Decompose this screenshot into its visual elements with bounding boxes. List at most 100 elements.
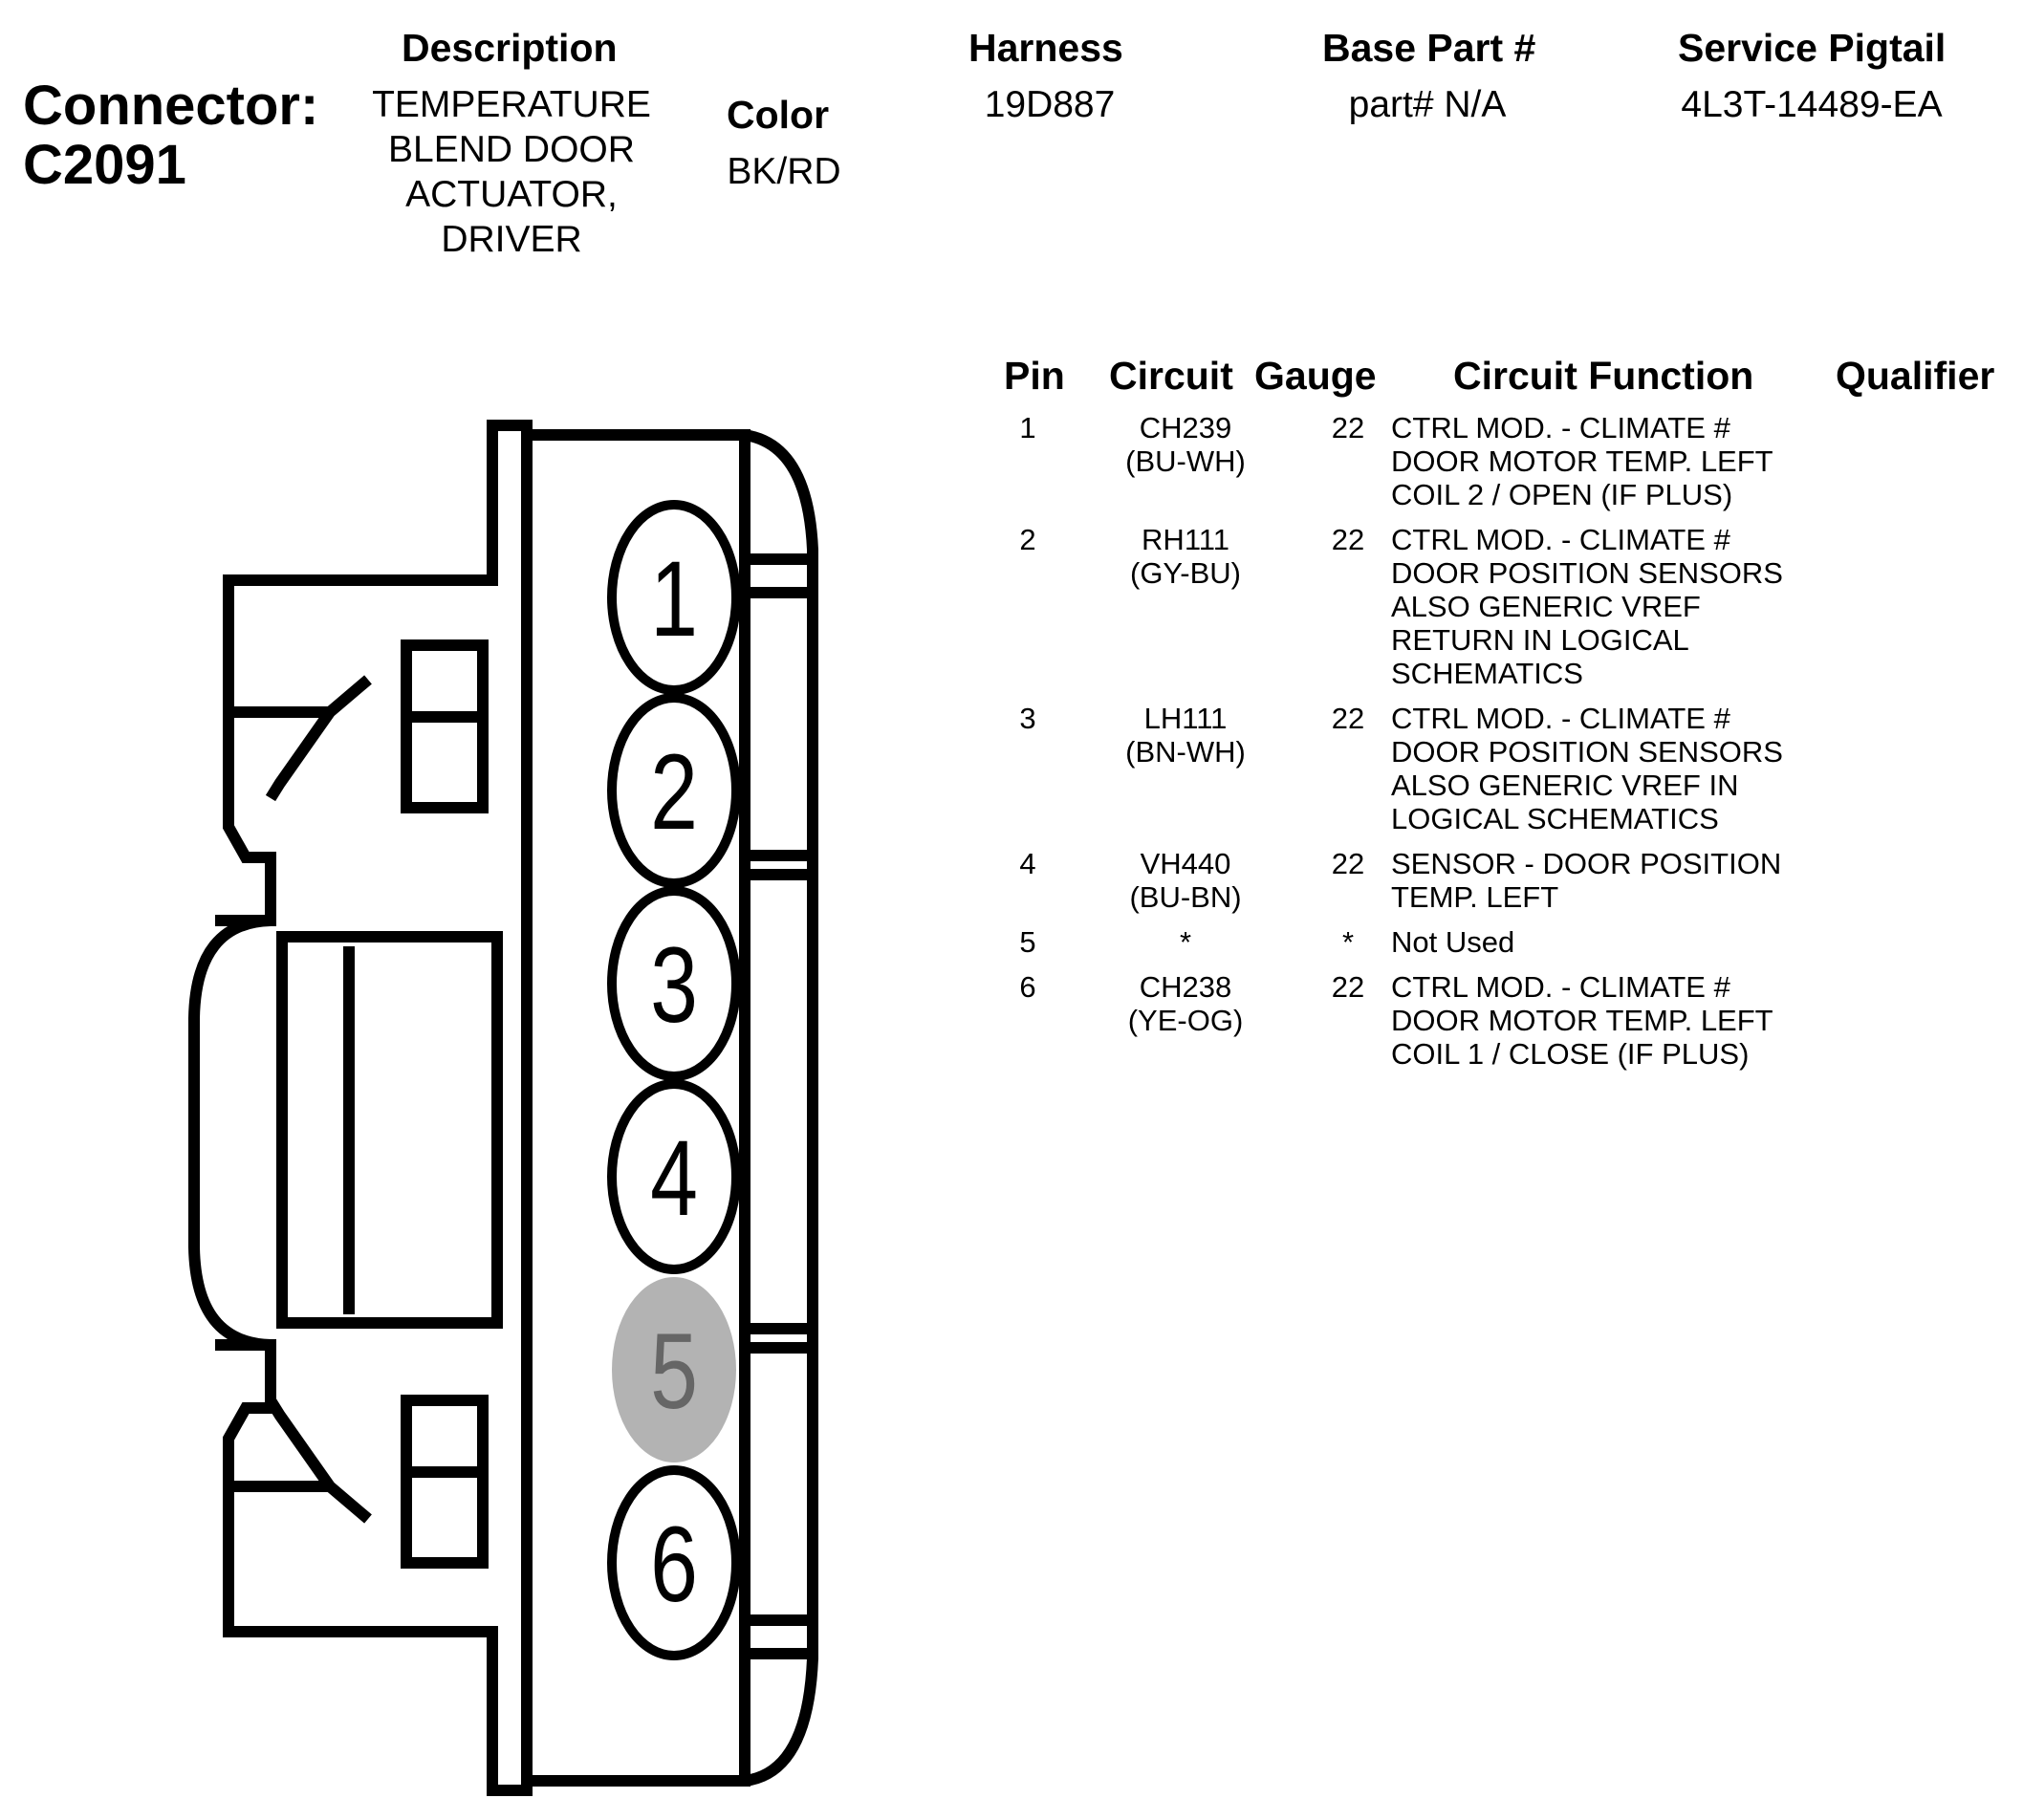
circuit-function-line: SENSOR - DOOR POSITION — [1391, 847, 1782, 880]
circuit-column-header: Circuit — [1109, 354, 1233, 398]
circuit-function-line: Not Used — [1391, 925, 1515, 959]
circuit-id: * — [1099, 925, 1272, 959]
wire-gauge-line: 22 — [1331, 970, 1365, 1004]
pin-column-header: Pin — [1004, 354, 1065, 398]
circuit-function-line: DOOR POSITION SENSORS — [1391, 735, 1783, 769]
pin-number-line: 1 — [1019, 411, 1036, 444]
lower-slot — [401, 1395, 489, 1478]
circuit-id-line: CH239 — [1139, 411, 1232, 444]
pin-number-line: 4 — [1019, 847, 1036, 880]
function-column-header: Circuit Function — [1453, 354, 1754, 398]
circuit-id-line: (YE-OG) — [1127, 1004, 1244, 1037]
description-line: ACTUATOR, — [405, 174, 618, 215]
connector-housing — [188, 420, 818, 1796]
circuit-function-line: SCHEMATICS — [1391, 657, 1583, 690]
pin-2-label: 2 — [650, 733, 698, 853]
circuit-function-line: CTRL MOD. - CLIMATE # — [1391, 523, 1730, 556]
circuit-id: RH111(GY-BU) — [1099, 523, 1272, 590]
lower-slot — [401, 1466, 489, 1569]
pin-1-cavity — [607, 500, 741, 695]
wire-gauge: 22 — [1291, 523, 1405, 556]
circuit-function-line: DOOR POSITION SENSORS — [1391, 556, 1783, 590]
circuit-id-line: VH440 — [1140, 847, 1231, 880]
wire-gauge-line: * — [1341, 925, 1355, 959]
description-line: DRIVER — [441, 219, 582, 260]
pin-number-line: 2 — [1019, 523, 1036, 556]
circuit-id-line: CH238 — [1139, 970, 1232, 1004]
pin-4-cavity — [607, 1079, 741, 1274]
upper-slot — [401, 711, 489, 813]
circuit-function-line: COIL 1 / CLOSE (IF PLUS) — [1391, 1037, 1750, 1071]
circuit-id-line: (BU-BN) — [1129, 880, 1242, 914]
connector-id: C2091 — [23, 134, 186, 196]
right-cap — [743, 429, 818, 1787]
pin-1-label: 1 — [650, 540, 698, 660]
circuit-function-line: RETURN IN LOGICAL — [1391, 623, 1689, 657]
circuit-id-line: (BU-WH) — [1125, 444, 1246, 478]
circuit-function-line: CTRL MOD. - CLIMATE # — [1391, 411, 1730, 444]
wire-gauge-line: 22 — [1331, 411, 1365, 444]
circuit-function: Not Used — [1391, 925, 1514, 959]
pin-number: 6 — [1009, 970, 1047, 1004]
pin-3-label: 3 — [650, 926, 698, 1046]
description-header: Description — [402, 26, 618, 70]
lower-latch-arm — [228, 1397, 372, 1524]
pin-number-line: 3 — [1019, 702, 1036, 735]
circuit-id: VH440(BU-BN) — [1099, 847, 1272, 914]
pin-number-line: 6 — [1019, 970, 1036, 1004]
circuit-function-line: CTRL MOD. - CLIMATE # — [1391, 970, 1730, 1004]
wire-gauge: * — [1291, 925, 1405, 959]
wire-gauge: 22 — [1291, 702, 1405, 735]
wire-gauge-line: 22 — [1331, 702, 1365, 735]
wire-gauge: 22 — [1291, 847, 1405, 880]
circuit-function: CTRL MOD. - CLIMATE #DOOR POSITION SENSO… — [1391, 702, 1783, 835]
wire-gauge: 22 — [1291, 411, 1405, 444]
circuit-function-line: CTRL MOD. - CLIMATE # — [1391, 702, 1730, 735]
circuit-id-line: LH111 — [1143, 702, 1228, 735]
circuit-id: CH238(YE-OG) — [1099, 970, 1272, 1037]
pin-number: 2 — [1009, 523, 1047, 556]
pin-6-label: 6 — [650, 1506, 698, 1625]
description-line: TEMPERATURE — [372, 84, 651, 125]
color-header: Color — [727, 93, 830, 137]
circuit-function-line: COIL 2 / OPEN (IF PLUS) — [1391, 478, 1733, 511]
wire-gauge-line: 22 — [1331, 847, 1365, 880]
pin-number: 3 — [1009, 702, 1047, 735]
circuit-function-line: LOGICAL SCHEMATICS — [1391, 802, 1719, 835]
circuit-function: CTRL MOD. - CLIMATE #DOOR MOTOR TEMP. LE… — [1391, 970, 1773, 1071]
circuit-id-line: * — [1179, 925, 1192, 959]
harness-header: Harness — [968, 26, 1123, 70]
connector-title: Connector: C2091 — [23, 76, 318, 195]
connector-face-diagram: 1 2 3 4 5 6 — [188, 420, 818, 1796]
pin-6-cavity — [607, 1465, 741, 1660]
pin-5-label: 5 — [650, 1312, 698, 1432]
circuit-id: CH239(BU-WH) — [1099, 411, 1272, 478]
latch-outline — [188, 915, 272, 1351]
pin-group: 1 2 3 4 5 6 — [607, 500, 741, 1660]
circuit-id-line: RH111 — [1142, 523, 1229, 556]
pin-3-cavity — [607, 886, 741, 1081]
color-value: BK/RD — [727, 151, 841, 192]
base-part-value: part# N/A — [1348, 84, 1507, 125]
circuit-function-line: ALSO GENERIC VREF IN — [1391, 769, 1739, 802]
upper-slot — [401, 639, 489, 723]
pin-number-line: 5 — [1019, 925, 1036, 959]
gauge-column-header: Gauge — [1254, 354, 1377, 398]
description-line: BLEND DOOR — [388, 129, 635, 170]
circuit-function: CTRL MOD. - CLIMATE #DOOR POSITION SENSO… — [1391, 523, 1783, 690]
connector-label: Connector: — [23, 75, 319, 137]
upper-latch-arm — [228, 675, 372, 802]
circuit-function-line: ALSO GENERIC VREF — [1391, 590, 1701, 623]
circuit-function-line: DOOR MOTOR TEMP. LEFT — [1391, 1004, 1773, 1037]
base-part-header: Base Part # — [1322, 26, 1536, 70]
wire-gauge-line: 22 — [1331, 523, 1365, 556]
harness-value: 19D887 — [984, 84, 1116, 125]
housing-main-body — [521, 429, 750, 1787]
pin-4-label: 4 — [650, 1119, 698, 1239]
description-value: TEMPERATURE BLEND DOOR ACTUATOR, DRIVER — [354, 82, 669, 262]
latch-block — [276, 931, 503, 1329]
pin-number: 1 — [1009, 411, 1047, 444]
pin-2-cavity — [607, 693, 741, 888]
pin-5-cavity — [612, 1277, 736, 1462]
